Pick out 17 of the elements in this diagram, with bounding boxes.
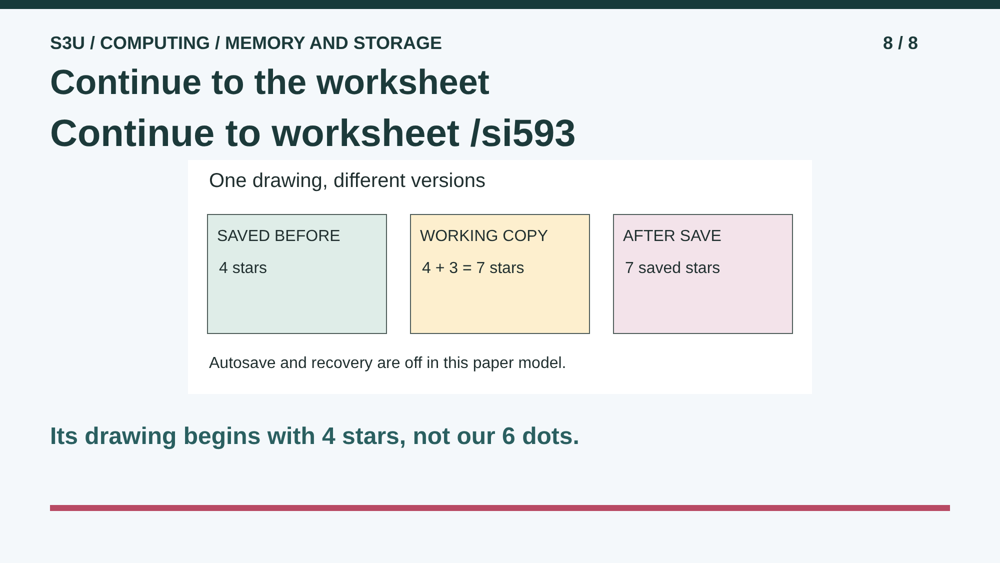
card-text: 7 saved stars (625, 260, 720, 278)
heading: Continue to worksheet /si593 (50, 113, 576, 156)
card-heading: AFTER SAVE (623, 228, 722, 246)
version-card (410, 214, 590, 334)
breadcrumb: S3U / COMPUTING / MEMORY AND STORAGE (50, 33, 442, 54)
panel-heading: One drawing, different versions (209, 170, 486, 193)
title: Continue to the worksheet (50, 63, 490, 103)
card-heading: SAVED BEFORE (217, 228, 340, 246)
card-text: 4 + 3 = 7 stars (422, 260, 524, 278)
card-heading: WORKING COPY (420, 228, 548, 246)
card-text: 4 stars (219, 260, 268, 278)
version-card (613, 214, 793, 334)
content-panel (188, 160, 812, 394)
page-number: 8 / 8 (882, 33, 918, 54)
version-card (207, 214, 387, 334)
note-text: Its drawing begins with 4 stars, not our 6 dots. (50, 423, 580, 451)
footnote-text: Autosave and recovery are off in this paper model. (209, 355, 566, 373)
